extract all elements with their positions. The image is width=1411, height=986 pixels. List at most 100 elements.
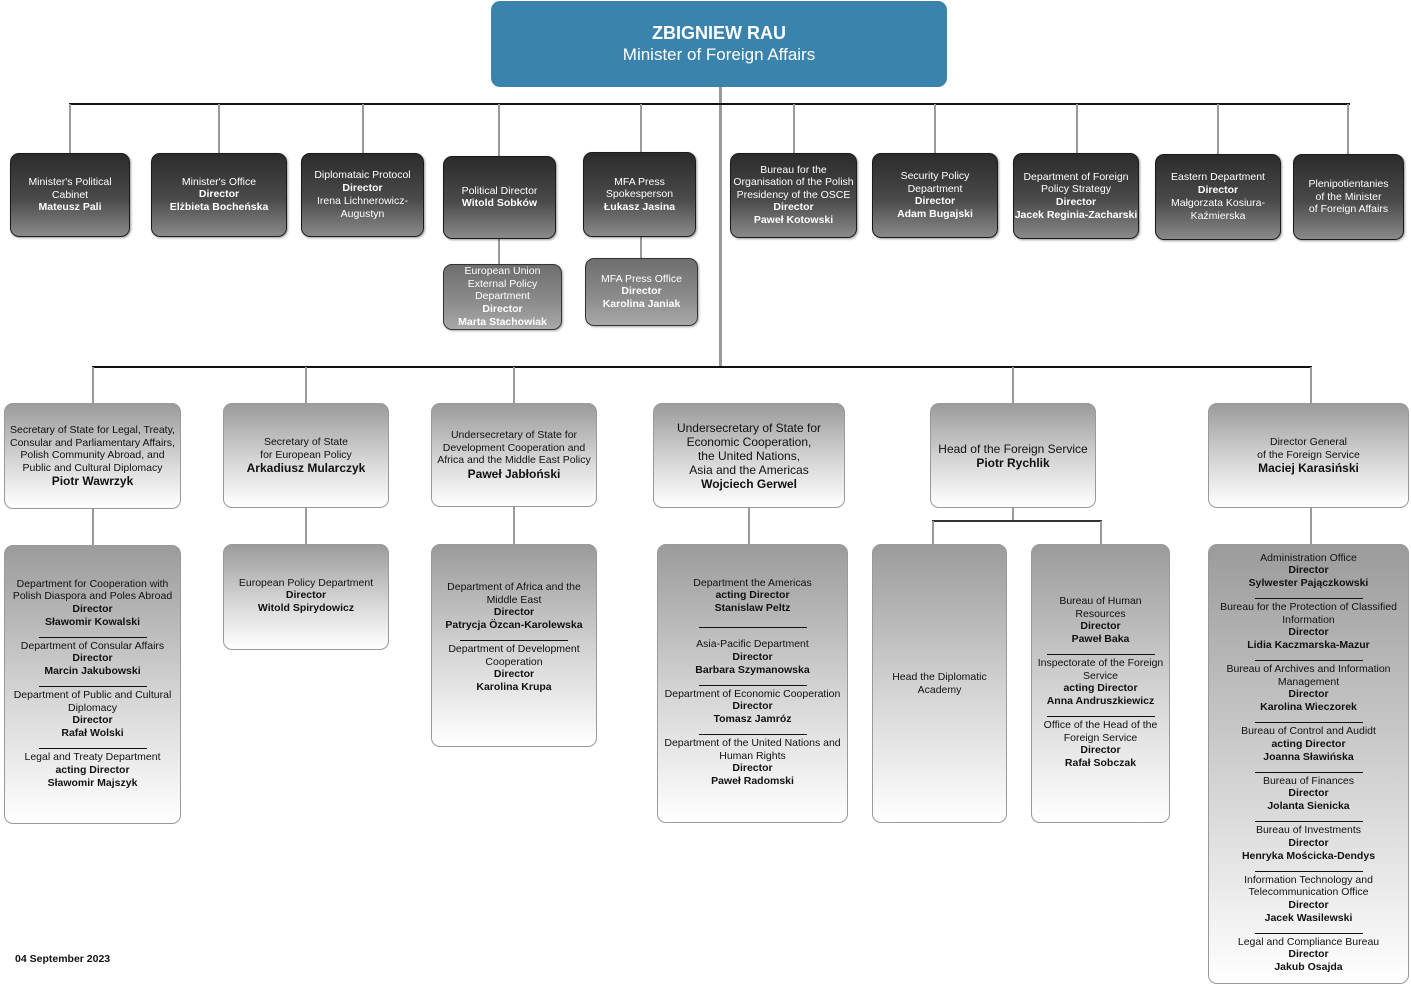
- unit-title: Policy Strategy: [1040, 183, 1112, 195]
- unit-foreign-policy-strategy[interactable]: Department of Foreign Policy Strategy Di…: [1013, 153, 1139, 239]
- connector-drop: [1100, 521, 1102, 544]
- secretary-economic-un-asia-americas[interactable]: Undersecretary of State for Economic Coo…: [653, 403, 845, 508]
- secretary-director-general[interactable]: Director General of the Foreign Service …: [1208, 403, 1409, 508]
- unit-title: of the Minister: [1315, 190, 1382, 203]
- department-item[interactable]: Bureau of Investments Director Henryka M…: [1242, 824, 1375, 863]
- secretary-development-africa[interactable]: Undersecretary of State for Development …: [431, 403, 597, 507]
- secretary-european-policy[interactable]: Secretary of State for European Policy A…: [223, 403, 389, 508]
- unit-eastern-department[interactable]: Eastern Department Director Małgorzata K…: [1155, 154, 1281, 240]
- department-item[interactable]: Bureau of Finances Director Jolanta Sien…: [1263, 775, 1354, 814]
- unit-mfa-press-spokesperson[interactable]: MFA Press Spokesperson Łukasz Jasina: [583, 152, 696, 237]
- department-item[interactable]: Office of the Head of the Foreign Servic…: [1036, 719, 1165, 770]
- connector-drop: [1012, 508, 1014, 521]
- unit-security-policy-department[interactable]: Security Policy Department Director Adam…: [872, 153, 998, 238]
- department-role: acting Director: [1271, 737, 1346, 750]
- minister-box[interactable]: ZBIGNIEW RAU Minister of Foreign Affairs: [491, 1, 947, 87]
- department-title: Bureau for the Protection of Classified …: [1220, 601, 1397, 626]
- separator: [1046, 654, 1155, 655]
- department-item[interactable]: Department of Development Cooperation Di…: [444, 643, 584, 694]
- unit-diplomatic-academy[interactable]: Head the Diplomatic Academy: [872, 544, 1007, 823]
- department-role: Director: [1288, 688, 1329, 701]
- connector-top-bus: [69, 103, 1350, 105]
- connector-drop: [513, 507, 515, 545]
- department-item[interactable]: Department of Consular Affairs Director …: [21, 640, 164, 679]
- department-person: Stanislaw Peltz: [714, 602, 791, 615]
- secretary-title: Undersecretary of State for: [676, 420, 822, 435]
- unit-person: Małgorzata Kosiura-Kaźmierska: [1171, 196, 1265, 222]
- department-item[interactable]: Information Technology and Telecommunica…: [1213, 874, 1404, 925]
- department-item[interactable]: Department of Africa and the Middle East…: [444, 581, 584, 632]
- department-role: Director: [72, 652, 113, 664]
- secretary-person: Piotr Wawrzyk: [51, 474, 134, 488]
- department-item[interactable]: Inspectorate of the Foreign Service acti…: [1036, 657, 1165, 708]
- department-item[interactable]: Bureau of Archives and Information Manag…: [1213, 663, 1404, 714]
- department-item[interactable]: Bureau of Human Resources Director Paweł…: [1036, 595, 1165, 646]
- departments-legal-treaty-consular[interactable]: Department for Cooperation with Polish D…: [4, 545, 181, 824]
- department-item[interactable]: Legal and Treaty Department acting Direc…: [25, 751, 161, 790]
- separator: [1254, 598, 1363, 600]
- department-item[interactable]: European Policy Department Director Wito…: [239, 577, 373, 616]
- separator: [1046, 716, 1155, 717]
- department-title: Bureau of Control and Audidt: [1241, 725, 1376, 738]
- department-person: Witold Spirydowicz: [257, 602, 355, 615]
- department-item[interactable]: Department the Americas acting Director …: [693, 577, 811, 616]
- department-person: Anna Andruszkiewicz: [1046, 695, 1155, 707]
- departments-economic-un-asia-americas[interactable]: Department the Americas acting Director …: [657, 544, 848, 823]
- departments-development-africa[interactable]: Department of Africa and the Middle East…: [431, 544, 597, 747]
- department-title: European Policy Department: [238, 576, 374, 589]
- department-title: Department of Africa and the Middle East: [447, 581, 581, 606]
- department-role: Director: [1288, 836, 1329, 849]
- separator: [1254, 771, 1363, 773]
- department-person: Sławomir Kowalski: [44, 615, 141, 628]
- department-item[interactable]: Department of Economic Cooperation Direc…: [665, 688, 841, 727]
- department-person: Patrycja Özcan-Karolewska: [445, 619, 583, 631]
- secretary-legal-treaty-consular[interactable]: Secretary of State for Legal, Treaty, Co…: [4, 403, 181, 509]
- secretary-person: Wojciech Gerwel: [701, 476, 797, 491]
- department-person: Jacek Wasilewski: [1264, 911, 1353, 924]
- unit-ministers-political-cabinet[interactable]: Minister's Political Cabinet Mateusz Pal…: [10, 153, 130, 237]
- department-person: Lidia Kaczmarska-Mazur: [1247, 639, 1370, 652]
- department-item[interactable]: Department of Public and Cultural Diplom…: [9, 689, 176, 740]
- department-person: Rafał Wolski: [61, 727, 124, 739]
- unit-eu-external-policy-department[interactable]: European Union External Policy Departmen…: [443, 264, 562, 330]
- department-title: Bureau of Finances: [1262, 774, 1355, 787]
- departments-head-of-foreign-service[interactable]: Bureau of Human Resources Director Paweł…: [1031, 544, 1170, 823]
- department-person: Jolanta Sienicka: [1267, 800, 1350, 813]
- department-title: Inspectorate of the Foreign Service: [1037, 657, 1164, 682]
- connector-drop: [92, 367, 94, 403]
- unit-osce-presidency-bureau[interactable]: Bureau for the Organisation of the Polis…: [730, 153, 857, 238]
- unit-title: Bureau for the: [760, 163, 827, 176]
- unit-political-director[interactable]: Political Director Witold Sobków: [443, 156, 556, 239]
- department-item[interactable]: Department of the United Nations and Hum…: [662, 737, 843, 788]
- department-item[interactable]: Department for Cooperation with Polish D…: [9, 578, 176, 629]
- secretary-title: of the Foreign Service: [1257, 448, 1360, 461]
- department-role: Director: [1288, 948, 1329, 961]
- unit-title: Department: [475, 290, 530, 303]
- connector-drop: [934, 104, 936, 154]
- department-role: Director: [1288, 564, 1329, 577]
- department-item[interactable]: Legal and Compliance Bureau Director Jak…: [1238, 936, 1379, 975]
- departments-director-general[interactable]: Administration Office Director Sylwester…: [1208, 544, 1409, 984]
- department-item[interactable]: Bureau of Control and Audidt acting Dire…: [1241, 725, 1376, 764]
- connector-drop: [498, 104, 500, 157]
- department-person: Karolina Wieczorek: [1260, 701, 1357, 714]
- department-person: Sylwester Pajączkowski: [1248, 577, 1369, 590]
- separator: [38, 636, 147, 638]
- unit-ministers-office[interactable]: Minister's Office Director Elżbieta Boch…: [151, 153, 287, 237]
- connector-drop: [1217, 104, 1219, 154]
- unit-diplomatic-protocol[interactable]: Diplomataic Protocol Director Irena Lich…: [301, 153, 424, 237]
- connector-drop: [362, 104, 364, 154]
- departments-european-policy[interactable]: European Policy Department Director Wito…: [223, 544, 389, 650]
- unit-person: Elżbieta Bocheńska: [169, 201, 269, 214]
- department-role: acting Director: [55, 763, 130, 776]
- unit-person: Irena Lichnerowicz-Augustyn: [316, 194, 409, 220]
- department-item[interactable]: Asia-Pacific Department Director Barbara…: [695, 638, 809, 677]
- secretary-person: Piotr Rychlik: [976, 455, 1050, 470]
- department-item[interactable]: Administration Office Director Sylwester…: [1249, 552, 1369, 591]
- unit-plenipotentiaries[interactable]: Plenipotientanies of the Minister of For…: [1293, 154, 1404, 240]
- secretary-head-of-foreign-service[interactable]: Head of the Foreign Service Piotr Rychli…: [930, 403, 1096, 508]
- connector-drop: [640, 104, 642, 153]
- unit-mfa-press-office[interactable]: MFA Press Office Director Karolina Jania…: [585, 258, 698, 326]
- department-item[interactable]: Bureau for the Protection of Classified …: [1213, 601, 1404, 652]
- department-title: Department for Cooperation with Polish D…: [12, 577, 173, 603]
